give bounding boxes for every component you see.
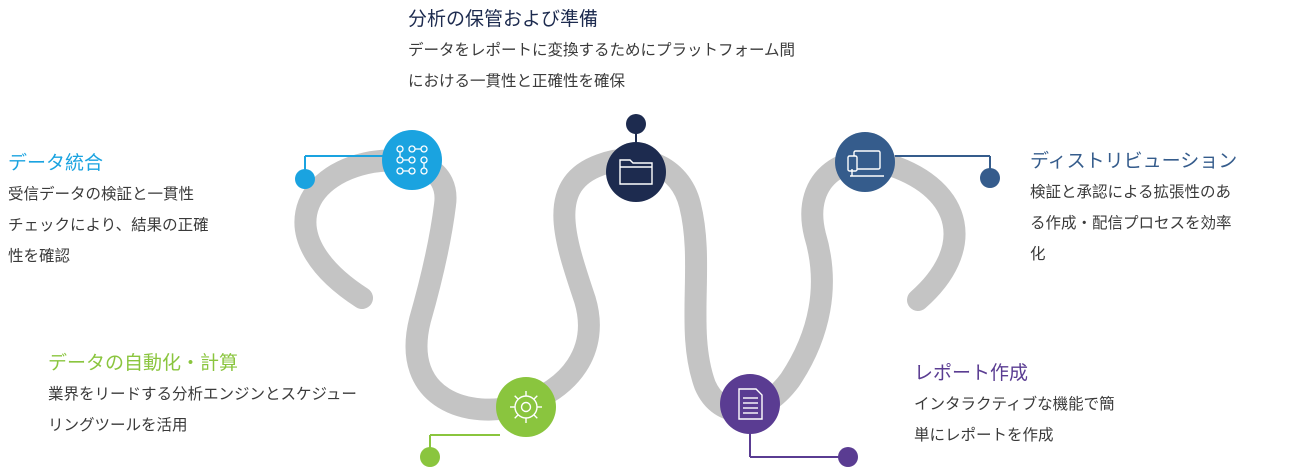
description-line: 性を確認	[8, 247, 71, 265]
step-description: 受信データの検証と一貫性 チェックにより、結果の正確 性を確認	[8, 179, 258, 272]
description-line: における一貫性と正確性を確保	[408, 72, 626, 90]
step-distribution: ディストリビューション 検証と承認による拡張性のあ る作成・配信プロセスを効率 …	[1030, 148, 1280, 270]
node-distribution	[835, 132, 895, 192]
step-title: ディストリビューション	[1030, 150, 1238, 172]
step-storage: 分析の保管および準備 データをレポートに変換するためにプラットフォーム間 におけ…	[408, 6, 858, 97]
description-line: る作成・配信プロセスを効率	[1030, 214, 1232, 232]
step-description: データをレポートに変換するためにプラットフォーム間 における一貫性と正確性を確保	[408, 35, 858, 97]
folder-icon	[619, 159, 653, 185]
step-description: 業界をリードする分析エンジンとスケジュー リングツールを活用	[48, 379, 408, 441]
step-description: インタラクティブな機能で簡 単にレポートを作成	[914, 389, 1174, 451]
step-reporting: レポート作成 インタラクティブな機能で簡 単にレポートを作成	[914, 360, 1174, 451]
step-title: 分析の保管および準備	[408, 8, 599, 30]
description-line: チェックにより、結果の正確	[8, 216, 209, 234]
connector-dot-storage	[626, 114, 646, 134]
step-automation: データの自動化・計算 業界をリードする分析エンジンとスケジュー リングツールを活…	[48, 350, 408, 441]
connector-data-integration	[295, 155, 384, 189]
step-title: データ統合	[8, 152, 104, 174]
description-line: インタラクティブな機能で簡	[914, 395, 1115, 413]
workflow-nodes-icon	[396, 145, 428, 175]
description-line: リングツールを活用	[48, 416, 188, 434]
description-line: 単にレポートを作成	[914, 426, 1054, 444]
process-path	[294, 148, 966, 422]
connector-dot-reporting	[838, 447, 858, 467]
step-title: データの自動化・計算	[48, 352, 239, 374]
step-data-integration: データ統合 受信データの検証と一貫性 チェックにより、結果の正確 性を確認	[8, 150, 258, 272]
step-description: 検証と承認による拡張性のあ る作成・配信プロセスを効率 化	[1030, 177, 1280, 270]
connector-automation	[420, 434, 500, 467]
document-icon	[738, 388, 763, 420]
connector-dot-distribution	[980, 168, 1000, 188]
description-line: 受信データの検証と一貫性	[8, 185, 195, 203]
node-storage	[606, 142, 666, 202]
connector-reporting	[749, 428, 858, 467]
description-line: データをレポートに変換するためにプラットフォーム間	[408, 41, 796, 59]
connector-dot-automation	[420, 447, 440, 467]
connector-dot-data-integration	[295, 169, 315, 189]
description-line: 化	[1030, 245, 1046, 263]
node-data-integration	[382, 130, 442, 190]
node-reporting	[720, 374, 780, 434]
devices-icon	[847, 150, 884, 177]
node-automation	[496, 377, 556, 437]
description-line: 業界をリードする分析エンジンとスケジュー	[48, 385, 357, 403]
step-title: レポート作成	[914, 362, 1029, 384]
connector-distribution	[895, 155, 1000, 188]
gear-icon	[510, 391, 542, 423]
description-line: 検証と承認による拡張性のあ	[1030, 183, 1232, 201]
